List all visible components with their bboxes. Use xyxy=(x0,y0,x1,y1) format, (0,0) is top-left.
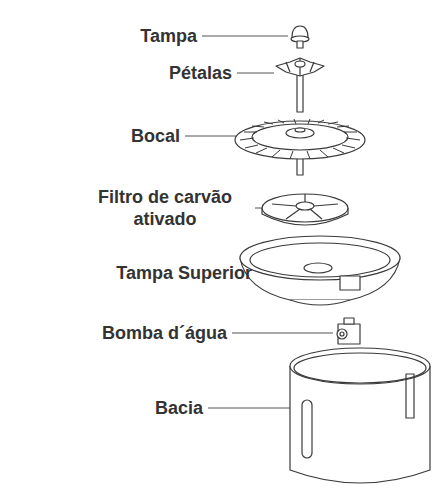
upper-lid-part xyxy=(240,236,400,305)
part-label: Bomba d´água xyxy=(102,322,227,344)
basin-part xyxy=(290,348,430,483)
part-label: Filtro de carvão ativado xyxy=(80,186,250,230)
part-label: Tampa xyxy=(140,25,197,47)
part-label: Bocal xyxy=(131,125,180,147)
part-label: Bacia xyxy=(155,397,203,419)
part-label: Pétalas xyxy=(169,62,232,84)
cap-part xyxy=(291,26,309,48)
petals-part xyxy=(276,58,324,112)
nozzle-part xyxy=(235,119,365,175)
filter-part xyxy=(262,194,348,225)
part-label: Tampa Superior xyxy=(116,262,252,284)
pump-part xyxy=(337,318,360,344)
